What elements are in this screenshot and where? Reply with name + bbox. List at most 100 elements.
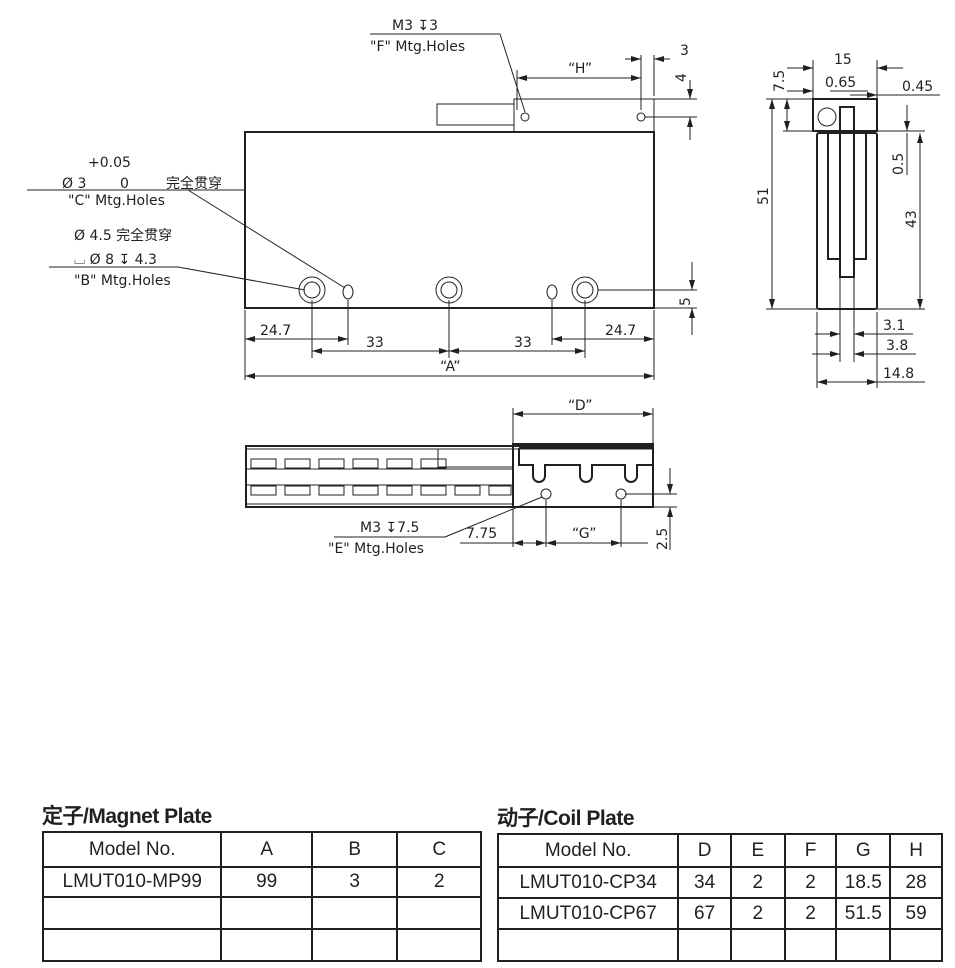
magnet-slot-right [853,132,867,260]
cell: 18.5 [835,866,892,899]
cell: LMUT010-MP99 [41,866,223,898]
f-hole [520,112,530,122]
cell [783,928,838,962]
cell [396,928,482,962]
cell [677,928,732,962]
c-tol-lower: 0 [120,176,129,192]
coil-plate-table: Model No. D E F G H LMUT010-CP34 34 2 2 … [496,833,943,962]
c-tol-upper: +0.05 [88,155,131,171]
dim-14-8: 14.8 [883,366,914,382]
cell: 2 [396,866,482,898]
dim-7-75: 7.75 [466,526,497,542]
coil-plate-outline [513,98,655,133]
coil-cap [812,98,878,132]
f-holes-label: "F" Mtg.Holes [370,39,465,55]
cell: 2 [783,897,838,930]
dim-2-5: 2.5 [655,528,671,550]
cell: 2 [730,866,786,899]
cell: 2 [783,866,838,899]
cell: 59 [889,897,943,930]
magnet-row-top [250,458,447,469]
b-counterbore-spec: ⌴ Ø 8 ↧ 4.3 [74,252,157,268]
bottom-view: “D” M3 ↧7.5 "E" Mtg.Holes 7.75 “G” 2.5 [245,398,677,557]
header-cell: D [677,833,732,868]
table-header-row: Model No. D E F G H [496,833,943,868]
c-hole [342,284,354,300]
header-cell: Model No. [41,831,223,868]
f-hole [636,112,646,122]
e-holes-label: "E" Mtg.Holes [328,541,424,557]
table-row: LMUT010-CP34 34 2 2 18.5 28 [496,866,943,899]
cell: 2 [730,897,786,930]
dim-0-5: 0.5 [891,153,907,175]
cell [310,928,399,962]
dim-3-1: 3.1 [883,318,905,334]
side-hole [817,107,837,127]
cell: 34 [677,866,732,899]
header-cell: Model No. [496,833,680,868]
cell: 99 [220,866,313,898]
e-holes-spec: M3 ↧7.5 [360,520,419,536]
dim-pitch-2: 33 [514,335,532,351]
cell [496,928,680,962]
table-row [41,896,482,930]
dim-51: 51 [756,187,772,205]
dim-3-8: 3.8 [886,338,908,354]
header-cell: E [730,833,786,868]
header-cell: A [220,831,313,868]
cell [220,896,313,930]
b-hole [435,276,463,304]
magnet-body [816,132,878,310]
f-holes-spec: M3 ↧3 [392,18,438,34]
magnet-table-title: 定子/Magnet Plate [42,805,212,828]
header-cell: F [783,833,838,868]
dim-15: 15 [834,52,852,68]
header-cell: G [835,833,892,868]
dim-g: “G” [572,526,597,542]
magnet-plate-table: Model No. A B C LMUT010-MP99 99 3 2 [41,831,482,962]
c-through: 完全贯穿 [166,175,222,192]
coil-comb [518,447,653,483]
dim-right-edge: 24.7 [605,323,636,339]
coil-table-title: 动子/Coil Plate [497,807,635,830]
cell: 28 [889,866,943,899]
table-row: LMUT010-MP99 99 3 2 [41,866,482,898]
c-hole [546,284,558,300]
table-row: LMUT010-CP67 67 2 2 51.5 59 [496,897,943,930]
cell [220,928,313,962]
cell [310,896,399,930]
side-view: 15 0.65 0.45 7.5 51 0.5 43 3.1 3.8 14.8 [756,52,940,388]
dim-pitch-1: 33 [366,335,384,351]
e-hole [615,488,627,500]
dim-0-45: 0.45 [902,79,933,95]
dim-7-5: 7.5 [772,70,788,92]
header-cell: B [310,831,399,868]
cell [730,928,786,962]
dim-d: “D” [568,398,592,414]
table-header-row: Model No. A B C [41,831,482,868]
dim-h: “H” [568,61,592,77]
cell: LMUT010-CP67 [496,897,680,930]
cable-outlet [436,103,515,126]
b-hole-spec: Ø 4.5 完全贯穿 [74,227,172,244]
dim-0-65: 0.65 [825,75,856,91]
b-holes-label: "B" Mtg.Holes [74,273,171,289]
cell [889,928,943,962]
cell: LMUT010-CP34 [496,866,680,899]
cell [835,928,892,962]
magnet-row-bottom [250,485,512,496]
c-hole-spec: Ø 3 [62,176,86,192]
cell: 51.5 [835,897,892,930]
c-holes-label: "C" Mtg.Holes [68,193,165,209]
dim-3: 3 [680,43,689,59]
dim-a: “A” [440,359,461,375]
table-row [496,928,943,962]
header-cell: H [889,833,943,868]
table-row [41,928,482,962]
cell [41,896,223,930]
cell [396,896,482,930]
e-hole [540,488,552,500]
cell: 3 [310,866,399,898]
dim-43: 43 [904,210,920,228]
